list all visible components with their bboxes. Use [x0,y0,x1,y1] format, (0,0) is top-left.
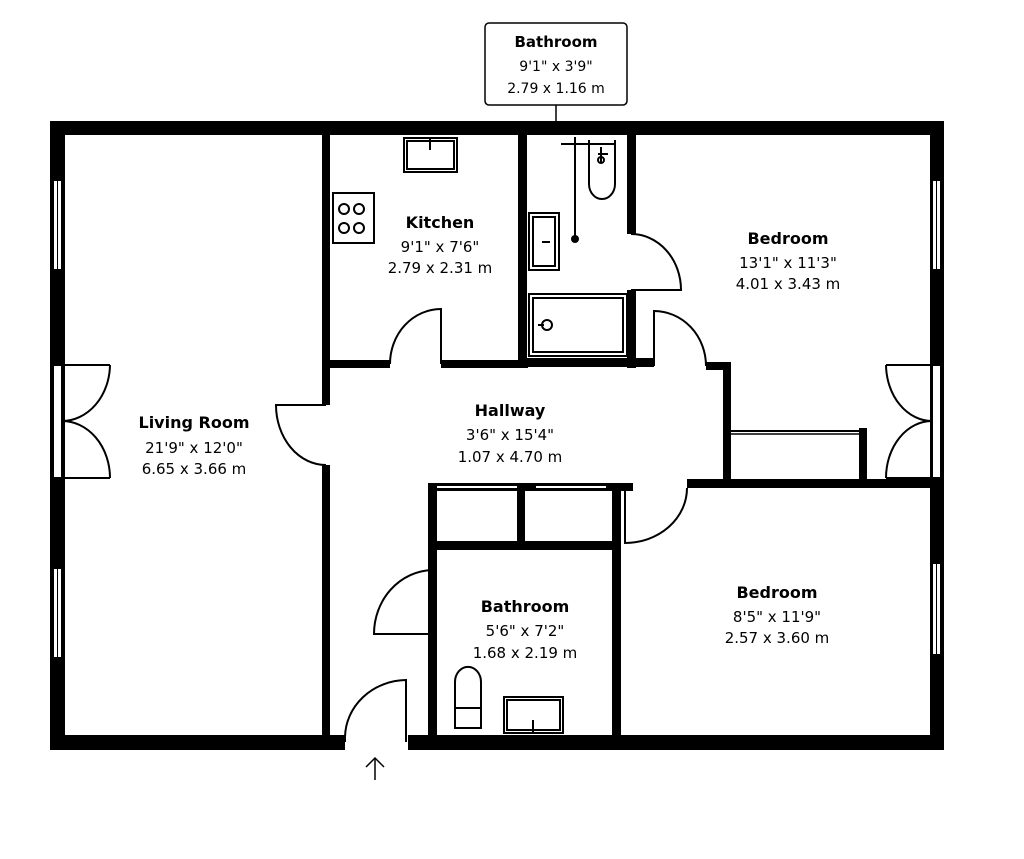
room-name: Bedroom [747,229,828,248]
interior-walls [322,135,933,737]
bathroom-fixtures-bottom [454,665,564,734]
room-bathroom-2: Bathroom 5'6" x 7'2" 1.68 x 2.19 m [473,597,578,662]
room-name: Bathroom [481,597,570,616]
room-imperial: 13'1" x 11'3" [739,254,837,272]
doors [52,233,942,742]
kitchen-sink [403,137,458,173]
room-living: Living Room 21'9" x 12'0" 6.65 x 3.66 m [139,413,250,478]
room-metric: 1.07 x 4.70 m [458,448,563,466]
room-metric: 1.68 x 2.19 m [473,644,578,662]
room-imperial: 8'5" x 11'9" [733,608,821,626]
fixtures [332,137,628,734]
callout-imperial: 9'1" x 3'9" [519,59,592,75]
room-bedroom-2: Bedroom 8'5" x 11'9" 2.57 x 3.60 m [725,583,830,647]
room-metric: 2.57 x 3.60 m [725,629,830,647]
up-arrow-icon [365,756,385,780]
room-metric: 4.01 x 3.43 m [736,275,841,293]
room-bedroom-1: Bedroom 13'1" x 11'3" 4.01 x 3.43 m [736,229,841,293]
room-kitchen: Kitchen 9'1" x 7'6" 2.79 x 2.31 m [388,213,493,277]
room-metric: 2.79 x 2.31 m [388,259,493,277]
bathroom-fixtures-top [528,137,628,357]
windows [52,179,942,659]
room-hallway: Hallway 3'6" x 15'4" 1.07 x 4.70 m [458,401,563,466]
room-imperial: 9'1" x 7'6" [401,238,480,256]
room-name: Living Room [139,413,250,432]
room-name: Bedroom [736,583,817,602]
room-name: Kitchen [406,213,475,232]
room-imperial: 5'6" x 7'2" [486,622,565,640]
room-imperial: 21'9" x 12'0" [145,439,243,457]
kitchen-hob [332,192,375,244]
room-imperial: 3'6" x 15'4" [466,426,554,444]
room-metric: 6.65 x 3.66 m [142,460,247,478]
callout-name: Bathroom [514,33,597,51]
callout-metric: 2.79 x 1.16 m [507,81,605,97]
room-name: Hallway [475,401,546,420]
callout-bathroom: Bathroom 9'1" x 3'9" 2.79 x 1.16 m [484,22,628,121]
